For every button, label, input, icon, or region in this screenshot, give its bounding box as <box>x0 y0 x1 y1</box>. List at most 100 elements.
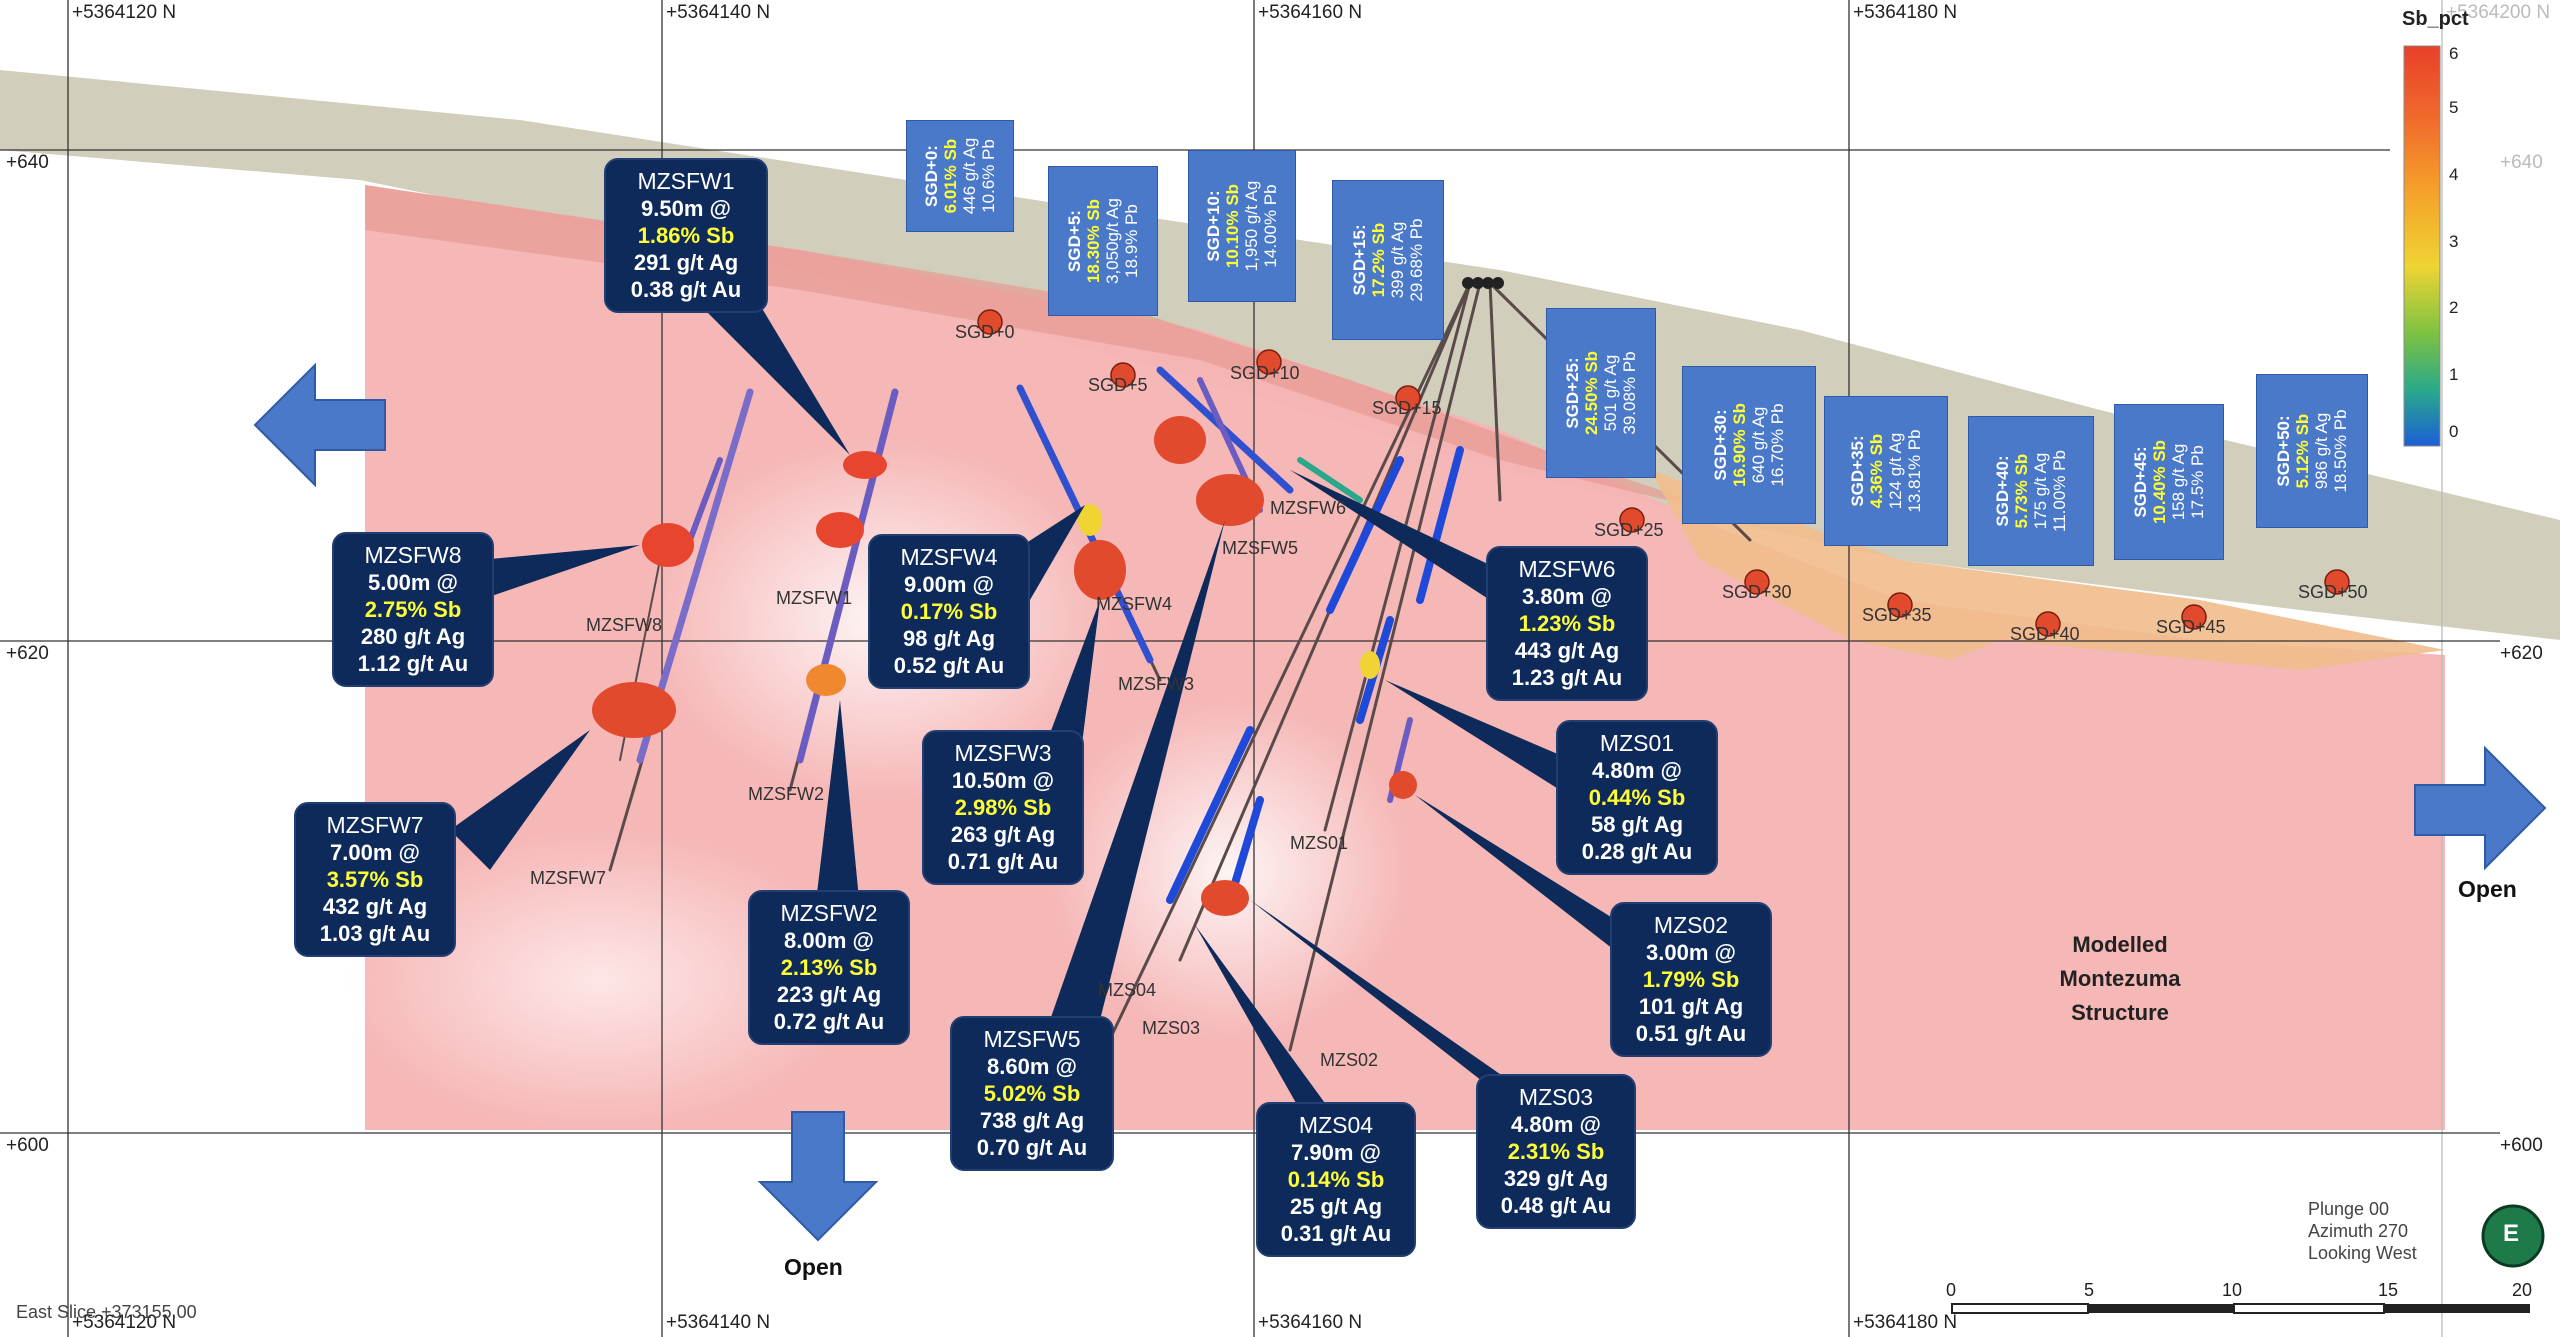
sgd-point-label: SGD+35 <box>1862 605 1932 625</box>
sgd-sb: 10.10% Sb <box>1223 183 1242 269</box>
callout-sb: 2.13% Sb <box>780 955 878 980</box>
callout-interval: 8.00m @ <box>784 928 874 953</box>
sgd-ag: 175 g/t Ag <box>2031 452 2050 530</box>
sgd-text: SGD+35: 4.36% Sb 124 g/t Ag 13.81% Pb <box>1848 429 1924 512</box>
callout-au: 0.52 g/t Au <box>893 653 1005 678</box>
sgd-pb: 17.5% Pb <box>2188 445 2207 519</box>
legend-tick: 0 <box>2449 422 2459 441</box>
sgd-pb: 11.00% Pb <box>2050 450 2069 532</box>
sgd-point-label: SGD+40 <box>2010 624 2080 644</box>
drillhole-label: MZS02 <box>1320 1050 1379 1070</box>
sgd-text: SGD+10: 10.10% Sb 1,950 g/t Ag 14.00% Pb <box>1204 181 1280 272</box>
callout-au: 1.03 g/t Au <box>319 921 431 946</box>
legend-tick: 4 <box>2449 165 2459 184</box>
callout-mzsfw4: MZSFW4 9.00m @ 0.17% Sb 98 g/t Ag 0.52 g… <box>868 534 1030 689</box>
callout-ag: 280 g/t Ag <box>360 624 466 649</box>
sgd-pb: 14.00% Pb <box>1261 184 1280 268</box>
callout-title: MZSFW2 <box>780 900 878 926</box>
sgd-point-label: SGD+10 <box>1230 363 1300 383</box>
callout-au: 0.51 g/t Au <box>1635 1021 1747 1046</box>
view-orientation: Plunge 00 Azimuth 270 Looking West <box>2308 1198 2417 1264</box>
callout-title: MZSFW6 <box>1518 556 1616 582</box>
plunge-text: Plunge 00 <box>2308 1199 2390 1219</box>
sgd-sb: 5.12% Sb <box>2293 413 2312 489</box>
callout-mzsfw1: MZSFW1 9.50m @ 1.86% Sb 291 g/t Ag 0.38 … <box>604 158 768 313</box>
grid-northing-label: +5364140 N <box>666 2 771 23</box>
grid-elevation-label: +600 <box>6 1135 49 1156</box>
sgd-point-label: SGD+45 <box>2156 617 2226 637</box>
callout-au: 0.48 g/t Au <box>1500 1193 1612 1218</box>
sgd-sb: 16.90% Sb <box>1730 402 1749 488</box>
sgd-sb: 5.73% Sb <box>2012 453 2031 529</box>
collar-points <box>1462 277 1504 289</box>
arrow-right-shape <box>2414 745 2547 871</box>
callout-title: MZSFW1 <box>637 168 735 194</box>
drillhole-label: MZSFW5 <box>1222 538 1298 558</box>
callout-sb: 1.23% Sb <box>1518 611 1616 636</box>
callout-ag: 25 g/t Ag <box>1289 1194 1383 1219</box>
sgd-point-label: SGD+15 <box>1372 398 1442 418</box>
callout-sb: 2.31% Sb <box>1507 1139 1605 1164</box>
modelled-line: Montezuma <box>2059 966 2181 991</box>
grid-northing-label: +5364200 N <box>2446 2 2551 23</box>
structure-highlight-3 <box>340 830 860 1130</box>
legend-tick: 5 <box>2449 98 2459 117</box>
callout-au: 0.71 g/t Au <box>947 849 1059 874</box>
modelled-line: Modelled <box>2072 932 2168 957</box>
sgd-sb: 4.36% Sb <box>1867 433 1886 509</box>
callout-ag: 58 g/t Ag <box>1590 812 1684 837</box>
drillhole-label: MZSFW3 <box>1118 674 1194 694</box>
callout-sb: 1.86% Sb <box>637 223 735 248</box>
callout-sb: 0.14% Sb <box>1287 1167 1385 1192</box>
sgd-text: SGD+25: 24.50% Sb 501 g/t Ag 39.08% Pb <box>1563 351 1639 435</box>
drillhole-label: MZS01 <box>1290 833 1349 853</box>
sgd-ag: 986 g/t Ag <box>2312 412 2331 490</box>
legend-tick: 6 <box>2449 44 2459 63</box>
callout-sb: 0.44% Sb <box>1588 785 1686 810</box>
legend-color-bar <box>2403 45 2441 447</box>
sgd-pb: 16.70% Pb <box>1768 403 1787 487</box>
sgd-box: SGD+30: 16.90% Sb 640 g/t Ag 16.70% Pb <box>1682 366 1816 524</box>
callout-interval: 9.00m @ <box>904 572 994 597</box>
legend-title: Sb_pct <box>2402 8 2469 30</box>
sgd-text: SGD+45: 10.40% Sb 158 g/t Ag 17.5% Pb <box>2131 440 2207 524</box>
drillhole-label: MZSFW6 <box>1270 498 1346 518</box>
sgd-pb: 29.68% Pb <box>1407 218 1426 302</box>
grid-northing-label: +5364180 N <box>1853 1312 1958 1333</box>
sgd-point-label: SGD+0 <box>955 322 1015 342</box>
callout-mzsfw8: MZSFW8 5.00m @ 2.75% Sb 280 g/t Ag 1.12 … <box>332 532 494 687</box>
callout-interval: 7.90m @ <box>1291 1140 1381 1165</box>
callout-title: MZS03 <box>1518 1084 1594 1110</box>
callout-ag: 101 g/t Ag <box>1638 994 1744 1019</box>
sgd-box: SGD+0: 6.01% Sb 446 g/t Ag 10.6% Pb <box>906 120 1014 232</box>
callout-au: 0.72 g/t Au <box>773 1009 885 1034</box>
grid-northing-label: +5364140 N <box>666 1312 771 1333</box>
callout-sb: 2.98% Sb <box>954 795 1052 820</box>
callout-interval: 8.60m @ <box>987 1054 1077 1079</box>
open-label-down: Open <box>784 1254 843 1280</box>
sgd-sb: 18.30% Sb <box>1084 198 1103 284</box>
callout-ag: 98 g/t Ag <box>902 626 996 651</box>
callout-sb: 3.57% Sb <box>326 867 424 892</box>
callout-interval: 10.50m @ <box>951 768 1055 793</box>
compass-letter: E <box>2503 1220 2520 1247</box>
sgd-box: SGD+10: 10.10% Sb 1,950 g/t Ag 14.00% Pb <box>1188 150 1296 302</box>
sgd-id: SGD+10: <box>1204 190 1223 262</box>
scale-tick: 15 <box>2378 1280 2399 1300</box>
sgd-pb: 39.08% Pb <box>1620 351 1639 435</box>
callout-title: MZSFW7 <box>326 812 424 838</box>
callout-ag: 432 g/t Ag <box>322 894 428 919</box>
drillhole-label: MZS03 <box>1142 1018 1201 1038</box>
sgd-ag: 3,050g/t Ag <box>1103 197 1122 285</box>
sgd-point-label: SGD+30 <box>1722 582 1792 602</box>
callout-sb: 1.79% Sb <box>1642 967 1740 992</box>
callout-ag: 291 g/t Ag <box>633 250 739 275</box>
callout-mzsfw5: MZSFW5 8.60m @ 5.02% Sb 738 g/t Ag 0.70 … <box>950 1016 1114 1171</box>
sgd-ag: 501 g/t Ag <box>1601 354 1620 432</box>
sgd-text: SGD+0: 6.01% Sb 446 g/t Ag 10.6% Pb <box>922 138 998 215</box>
sgd-id: SGD+40: <box>1993 455 2012 527</box>
callout-au: 1.23 g/t Au <box>1511 665 1623 690</box>
sgd-sb: 17.2% Sb <box>1369 222 1388 298</box>
legend-tick: 1 <box>2449 365 2459 384</box>
sgd-box: SGD+25: 24.50% Sb 501 g/t Ag 39.08% Pb <box>1546 308 1656 478</box>
